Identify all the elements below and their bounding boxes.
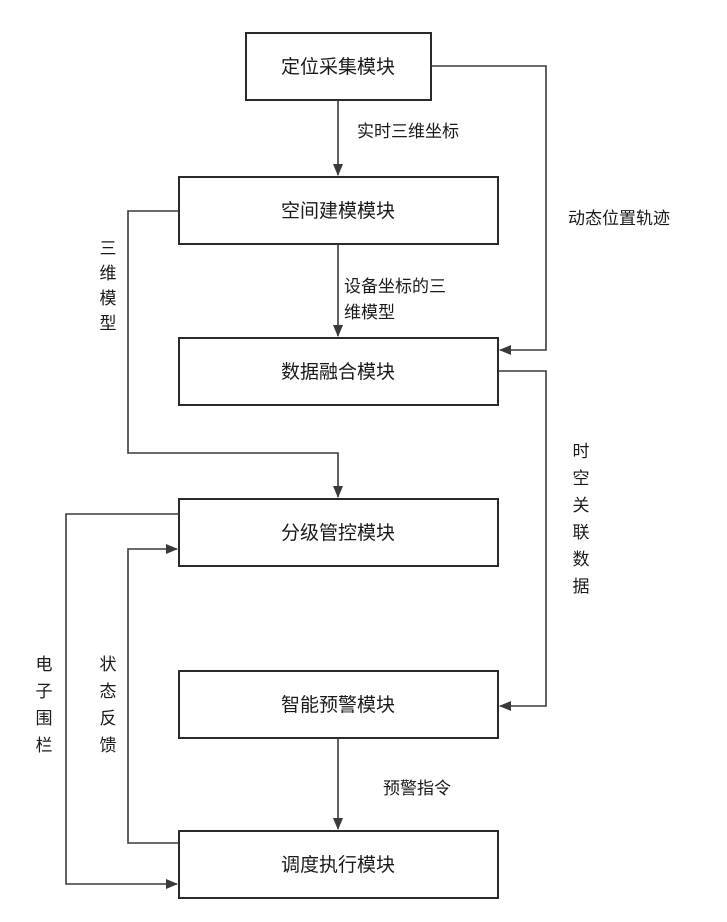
svg-text:电: 电 — [36, 655, 53, 675]
label-dynamic-track: 动态位置轨迹 — [568, 209, 670, 229]
dispatch-execution-module-box: 调度执行模块 — [179, 831, 498, 898]
svg-text:数: 数 — [573, 550, 590, 570]
tiered-control-module-label: 分级管控模块 — [281, 522, 395, 544]
spatial-modeling-module-box: 空间建模模块 — [179, 177, 498, 244]
svg-text:型: 型 — [100, 314, 117, 334]
positioning-module-box: 定位采集模块 — [246, 33, 431, 100]
svg-text:馈: 馈 — [100, 736, 117, 756]
svg-text:空: 空 — [573, 469, 590, 489]
label-device-model-line1: 设备坐标的三 — [344, 277, 446, 297]
label-device-model-line2: 维模型 — [344, 303, 395, 323]
svg-text:联: 联 — [573, 523, 590, 543]
label-spatiotemporal-data: 时 空 关 联 数 据 — [573, 442, 590, 597]
label-status-feedback: 状 态 反 馈 — [100, 655, 117, 756]
svg-text:围: 围 — [36, 709, 53, 729]
data-fusion-module-label: 数据融合模块 — [281, 361, 395, 383]
label-three-d-model: 三 维 模 型 — [100, 239, 117, 334]
label-electronic-fence: 电 子 围 栏 — [36, 655, 53, 756]
svg-text:时: 时 — [573, 442, 590, 462]
svg-text:栏: 栏 — [36, 736, 53, 756]
data-fusion-module-box: 数据融合模块 — [179, 338, 498, 405]
spatial-modeling-module-label: 空间建模模块 — [281, 200, 395, 222]
label-realtime-coords: 实时三维坐标 — [357, 122, 459, 142]
svg-text:反: 反 — [100, 709, 117, 729]
smart-warning-module-box: 智能预警模块 — [179, 671, 498, 738]
svg-text:模: 模 — [100, 289, 117, 309]
svg-text:状: 状 — [100, 655, 117, 675]
svg-text:三: 三 — [100, 239, 117, 259]
svg-text:关: 关 — [573, 496, 590, 516]
svg-text:维: 维 — [100, 264, 117, 284]
positioning-module-label: 定位采集模块 — [281, 56, 395, 78]
smart-warning-module-label: 智能预警模块 — [281, 694, 395, 716]
label-warning-cmd: 预警指令 — [383, 779, 451, 799]
arrow-dispatch-to-control — [128, 549, 179, 843]
svg-text:子: 子 — [36, 682, 53, 702]
arrow-control-to-dispatch — [66, 514, 179, 884]
tiered-control-module-box: 分级管控模块 — [179, 499, 498, 566]
arrow-fusion-to-warning — [498, 371, 546, 706]
svg-text:态: 态 — [100, 682, 117, 702]
dispatch-execution-module-label: 调度执行模块 — [281, 854, 395, 876]
svg-text:据: 据 — [573, 577, 590, 597]
